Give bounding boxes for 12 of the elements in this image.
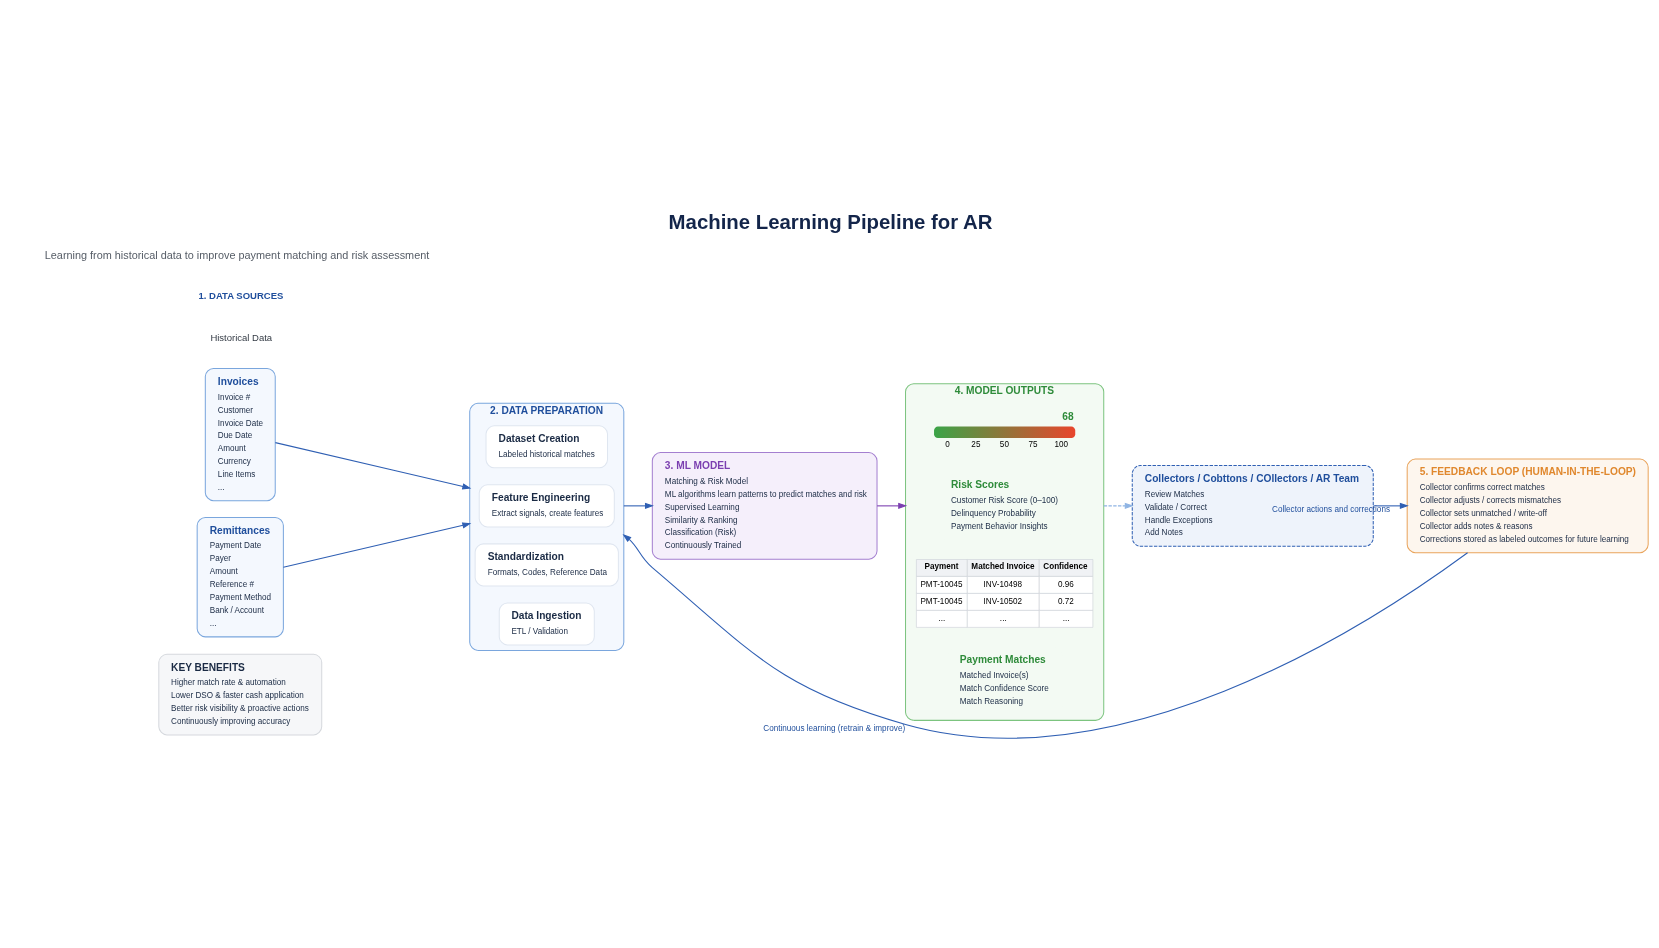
arrow (1103, 502, 1134, 509)
diagram-title: Machine Learning Pipeline for AR (668, 210, 993, 233)
arrow (623, 502, 654, 509)
label: 68 (1062, 410, 1074, 422)
label: Historical Data (210, 331, 273, 343)
arrow (274, 441, 472, 489)
arrow (622, 533, 1469, 739)
label: Learning from historical data to improve payment matching and risk assessment (44, 248, 430, 261)
arrow (1372, 502, 1409, 509)
label: 1. DATA SOURCES (198, 289, 284, 301)
arrow (282, 521, 472, 568)
arrow (876, 502, 908, 509)
